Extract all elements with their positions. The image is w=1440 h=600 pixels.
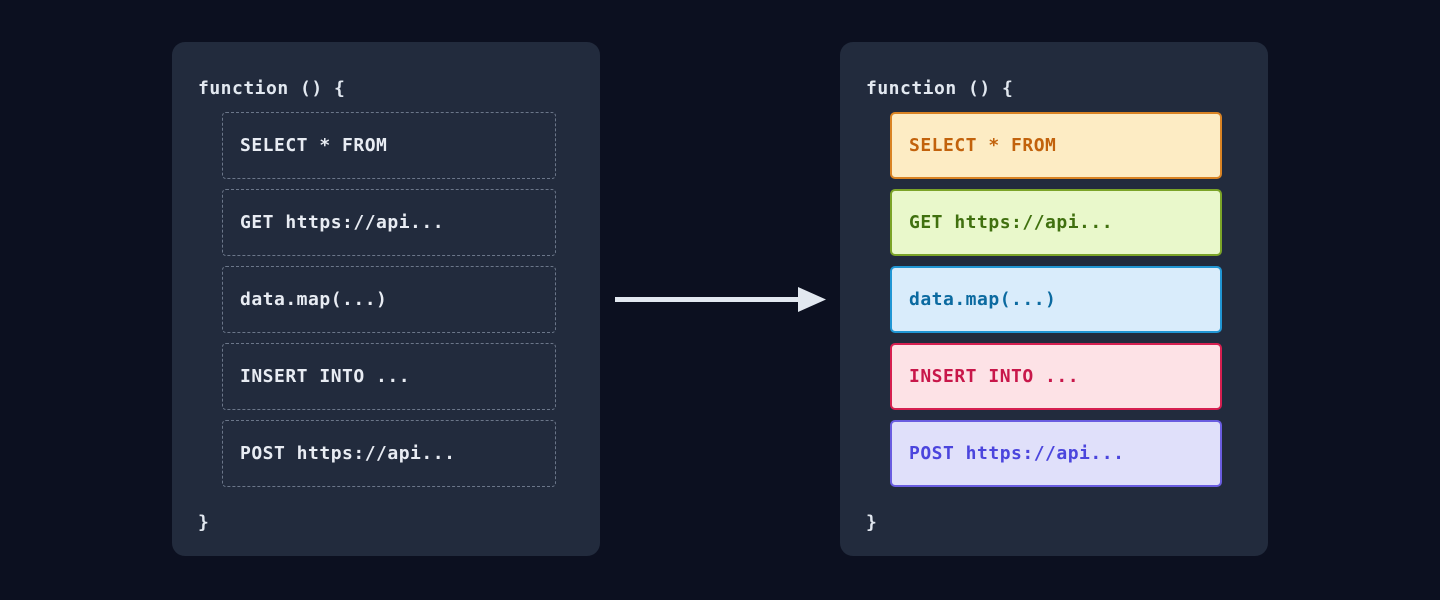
transform-arrow-icon: [615, 287, 826, 312]
tagged-block-http-get[interactable]: GET https://api...: [890, 189, 1222, 256]
untagged-block-sql-select[interactable]: SELECT * FROM: [222, 112, 556, 179]
function-close-line: }: [198, 512, 210, 533]
tagged-block-stack: SELECT * FROM GET https://api... data.map(…: [890, 112, 1222, 497]
function-open-line: function () {: [866, 78, 1014, 99]
untagged-block-js-map[interactable]: data.map(...): [222, 266, 556, 333]
tagged-block-http-post[interactable]: POST https://api...: [890, 420, 1222, 487]
tagged-block-sql-select[interactable]: SELECT * FROM: [890, 112, 1222, 179]
untagged-block-sql-insert[interactable]: INSERT INTO ...: [222, 343, 556, 410]
tagged-block-sql-insert[interactable]: INSERT INTO ...: [890, 343, 1222, 410]
untagged-block-http-get[interactable]: GET https://api...: [222, 189, 556, 256]
function-close-line: }: [866, 512, 878, 533]
untagged-block-stack: SELECT * FROM GET https://api... data.map(…: [222, 112, 556, 497]
function-open-line: function () {: [198, 78, 346, 99]
untagged-code-panel: function () { SELECT * FROM GET https://a…: [172, 42, 600, 556]
tagged-code-panel: function () { SELECT * FROM GET https://a…: [840, 42, 1268, 556]
untagged-block-http-post[interactable]: POST https://api...: [222, 420, 556, 487]
tagged-block-js-map[interactable]: data.map(...): [890, 266, 1222, 333]
